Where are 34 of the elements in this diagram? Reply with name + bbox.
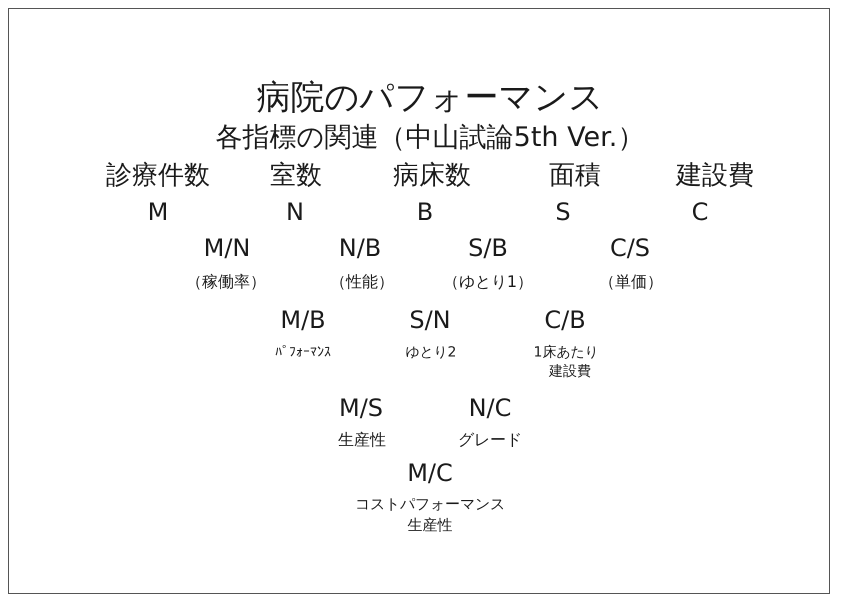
ratio-name: ゆとり2 xyxy=(406,345,456,361)
ratio-name: （稼働率） xyxy=(186,273,266,291)
slide-title: 病院のパフォーマンス xyxy=(256,79,604,117)
subtitle: 各指標の関連（中山試論5th Ver.） xyxy=(216,123,644,153)
ratio-name: （単価） xyxy=(599,273,663,291)
ratio-symbol: N/B xyxy=(338,234,382,262)
metric-symbol: C xyxy=(692,198,708,226)
ratio-name: 1床あたり xyxy=(534,345,598,361)
ratio-name: （性能） xyxy=(330,273,394,291)
metric-name: 室数 xyxy=(270,162,322,190)
ratio-symbol: S/N xyxy=(409,306,451,334)
metric-symbol: S xyxy=(555,198,571,226)
ratio-name: （ゆとり1） xyxy=(442,273,534,291)
ratio-name: 生産性 xyxy=(338,431,386,449)
metric-name: 面積 xyxy=(549,162,601,190)
ratio-symbol: N/C xyxy=(468,394,512,422)
ratio-symbol: S/B xyxy=(468,234,508,262)
ratio-symbol: M/S xyxy=(338,394,384,422)
metric-name: 建設費 xyxy=(676,162,754,190)
metric-symbol: N xyxy=(286,198,304,226)
ratio-symbol: M/B xyxy=(280,306,326,334)
metric-symbol: B xyxy=(416,198,434,226)
ratio-name: コストパフォーマンス xyxy=(355,496,505,512)
ratio-symbol: M/N xyxy=(204,234,250,262)
ratio-name: 生産性 xyxy=(408,516,452,534)
ratio-name: グレード xyxy=(458,431,522,449)
ratio-name: ﾊﾟﾌｫｰﾏﾝｽ xyxy=(275,345,331,361)
metric-symbol: M xyxy=(148,198,168,226)
ratio-name: 建設費 xyxy=(549,364,591,380)
metric-name: 病床数 xyxy=(393,162,471,190)
ratio-symbol: M/C xyxy=(407,460,453,486)
ratio-symbol: C/B xyxy=(544,306,586,334)
metric-name: 診療件数 xyxy=(106,162,210,190)
ratio-symbol: C/S xyxy=(610,234,650,262)
